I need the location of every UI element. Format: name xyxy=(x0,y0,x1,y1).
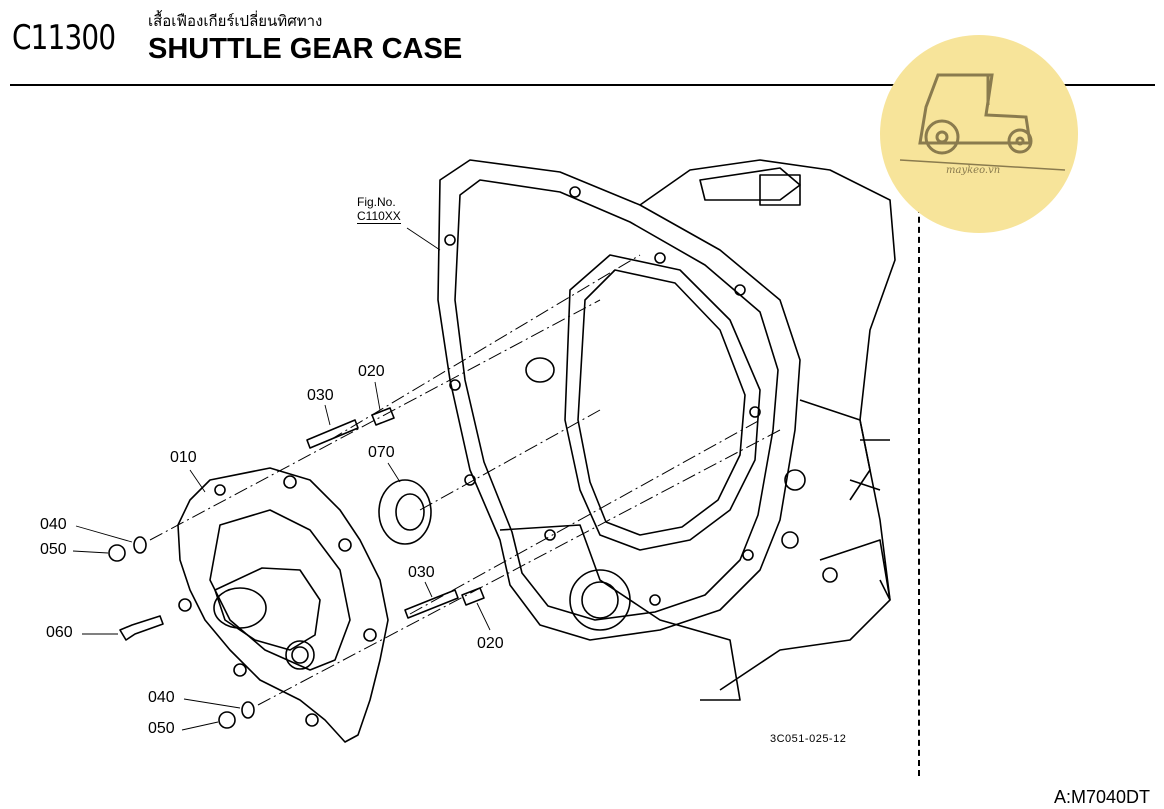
callout-010: 010 xyxy=(170,449,197,466)
callout-030-top: 030 xyxy=(307,387,334,404)
callout-040-bottom: 040 xyxy=(148,689,175,706)
callout-060: 060 xyxy=(46,624,73,641)
callout-030-bottom: 030 xyxy=(408,564,435,581)
figure-reference-number: C110XX xyxy=(357,209,401,224)
callout-050-bottom: 050 xyxy=(148,720,175,737)
callout-040-top: 040 xyxy=(40,516,67,533)
pin-top xyxy=(371,407,395,426)
figure-reference: Fig.No. C110XX xyxy=(357,195,401,224)
watermark-badge xyxy=(880,35,1078,233)
watermark-text: maykeo.vn xyxy=(946,165,1001,176)
dashed-divider xyxy=(918,86,920,776)
stud-top xyxy=(306,419,359,449)
part-group-code: C11300 xyxy=(12,18,116,58)
figure-reference-label: Fig.No. xyxy=(357,195,396,209)
page-title: SHUTTLE GEAR CASE xyxy=(148,33,463,65)
oil-seal xyxy=(378,479,432,545)
header-divider xyxy=(10,84,1155,86)
callout-050-top: 050 xyxy=(40,541,67,558)
title-thai: เสื้อเฟืองเกียร์เปลี่ยนทิศทาง xyxy=(148,12,323,30)
callout-020-bottom: 020 xyxy=(477,635,504,652)
bolt-060 xyxy=(119,615,164,641)
callout-020-top: 020 xyxy=(358,363,385,380)
shuttle-cover xyxy=(177,467,389,743)
illustration-code: 3C051-025-12 xyxy=(770,733,847,745)
tractor-icon xyxy=(899,73,1066,171)
model-reference: A:M7040DT xyxy=(1053,787,1150,807)
callout-070: 070 xyxy=(368,444,395,461)
gear-case-flange xyxy=(437,159,801,641)
stud-bottom xyxy=(404,589,459,619)
